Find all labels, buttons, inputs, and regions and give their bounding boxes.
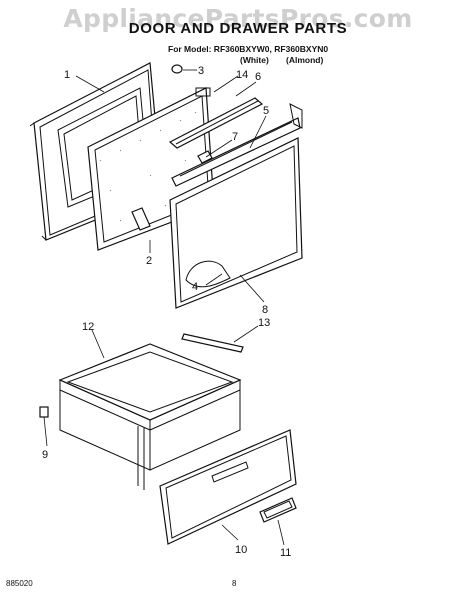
drawer-rail — [181, 333, 244, 353]
door-latch-bracket — [131, 207, 151, 231]
drawer-clip — [39, 406, 49, 418]
callout-6: 6 — [255, 71, 261, 83]
inner-door-frame — [171, 103, 303, 187]
callout-5: 5 — [263, 105, 269, 117]
callout-4: 4 — [192, 281, 198, 293]
screw-part-3 — [171, 64, 183, 74]
inner-door-panel — [169, 137, 303, 309]
callout-11: 11 — [280, 547, 291, 559]
callout-1: 1 — [64, 69, 70, 81]
callout-8: 8 — [262, 304, 268, 316]
watermark: AppliancePartsPros.com — [63, 4, 413, 33]
drawer-handle — [259, 497, 297, 523]
callout-3: 3 — [198, 65, 204, 77]
variant-white: (White) — [240, 55, 269, 65]
callout-14: 14 — [236, 69, 248, 81]
callout-13: 13 — [258, 317, 270, 329]
callout-7: 7 — [232, 131, 238, 143]
drawer-front-panel — [159, 429, 297, 545]
callout-12: 12 — [82, 321, 94, 333]
model-numbers: For Model: RF360BXYW0, RF360BXYN0 — [168, 44, 329, 54]
document-number: 885020 — [6, 579, 33, 588]
callout-9: 9 — [42, 449, 48, 461]
callout-numbers: 1 2 3 4 5 6 7 8 9 10 11 12 13 14 — [42, 65, 291, 559]
insulation-clip — [195, 87, 211, 97]
drawer-body — [58, 343, 242, 490]
top-hinge-bar — [168, 97, 264, 149]
callout-10: 10 — [235, 544, 247, 556]
variant-almond: (Almond) — [286, 55, 324, 65]
leader-lines — [43, 69, 285, 546]
page-title: DOOR AND DRAWER PARTS — [128, 20, 348, 37]
callout-2: 2 — [146, 255, 152, 267]
page-number: 8 — [232, 579, 237, 588]
door-screw — [197, 150, 213, 164]
